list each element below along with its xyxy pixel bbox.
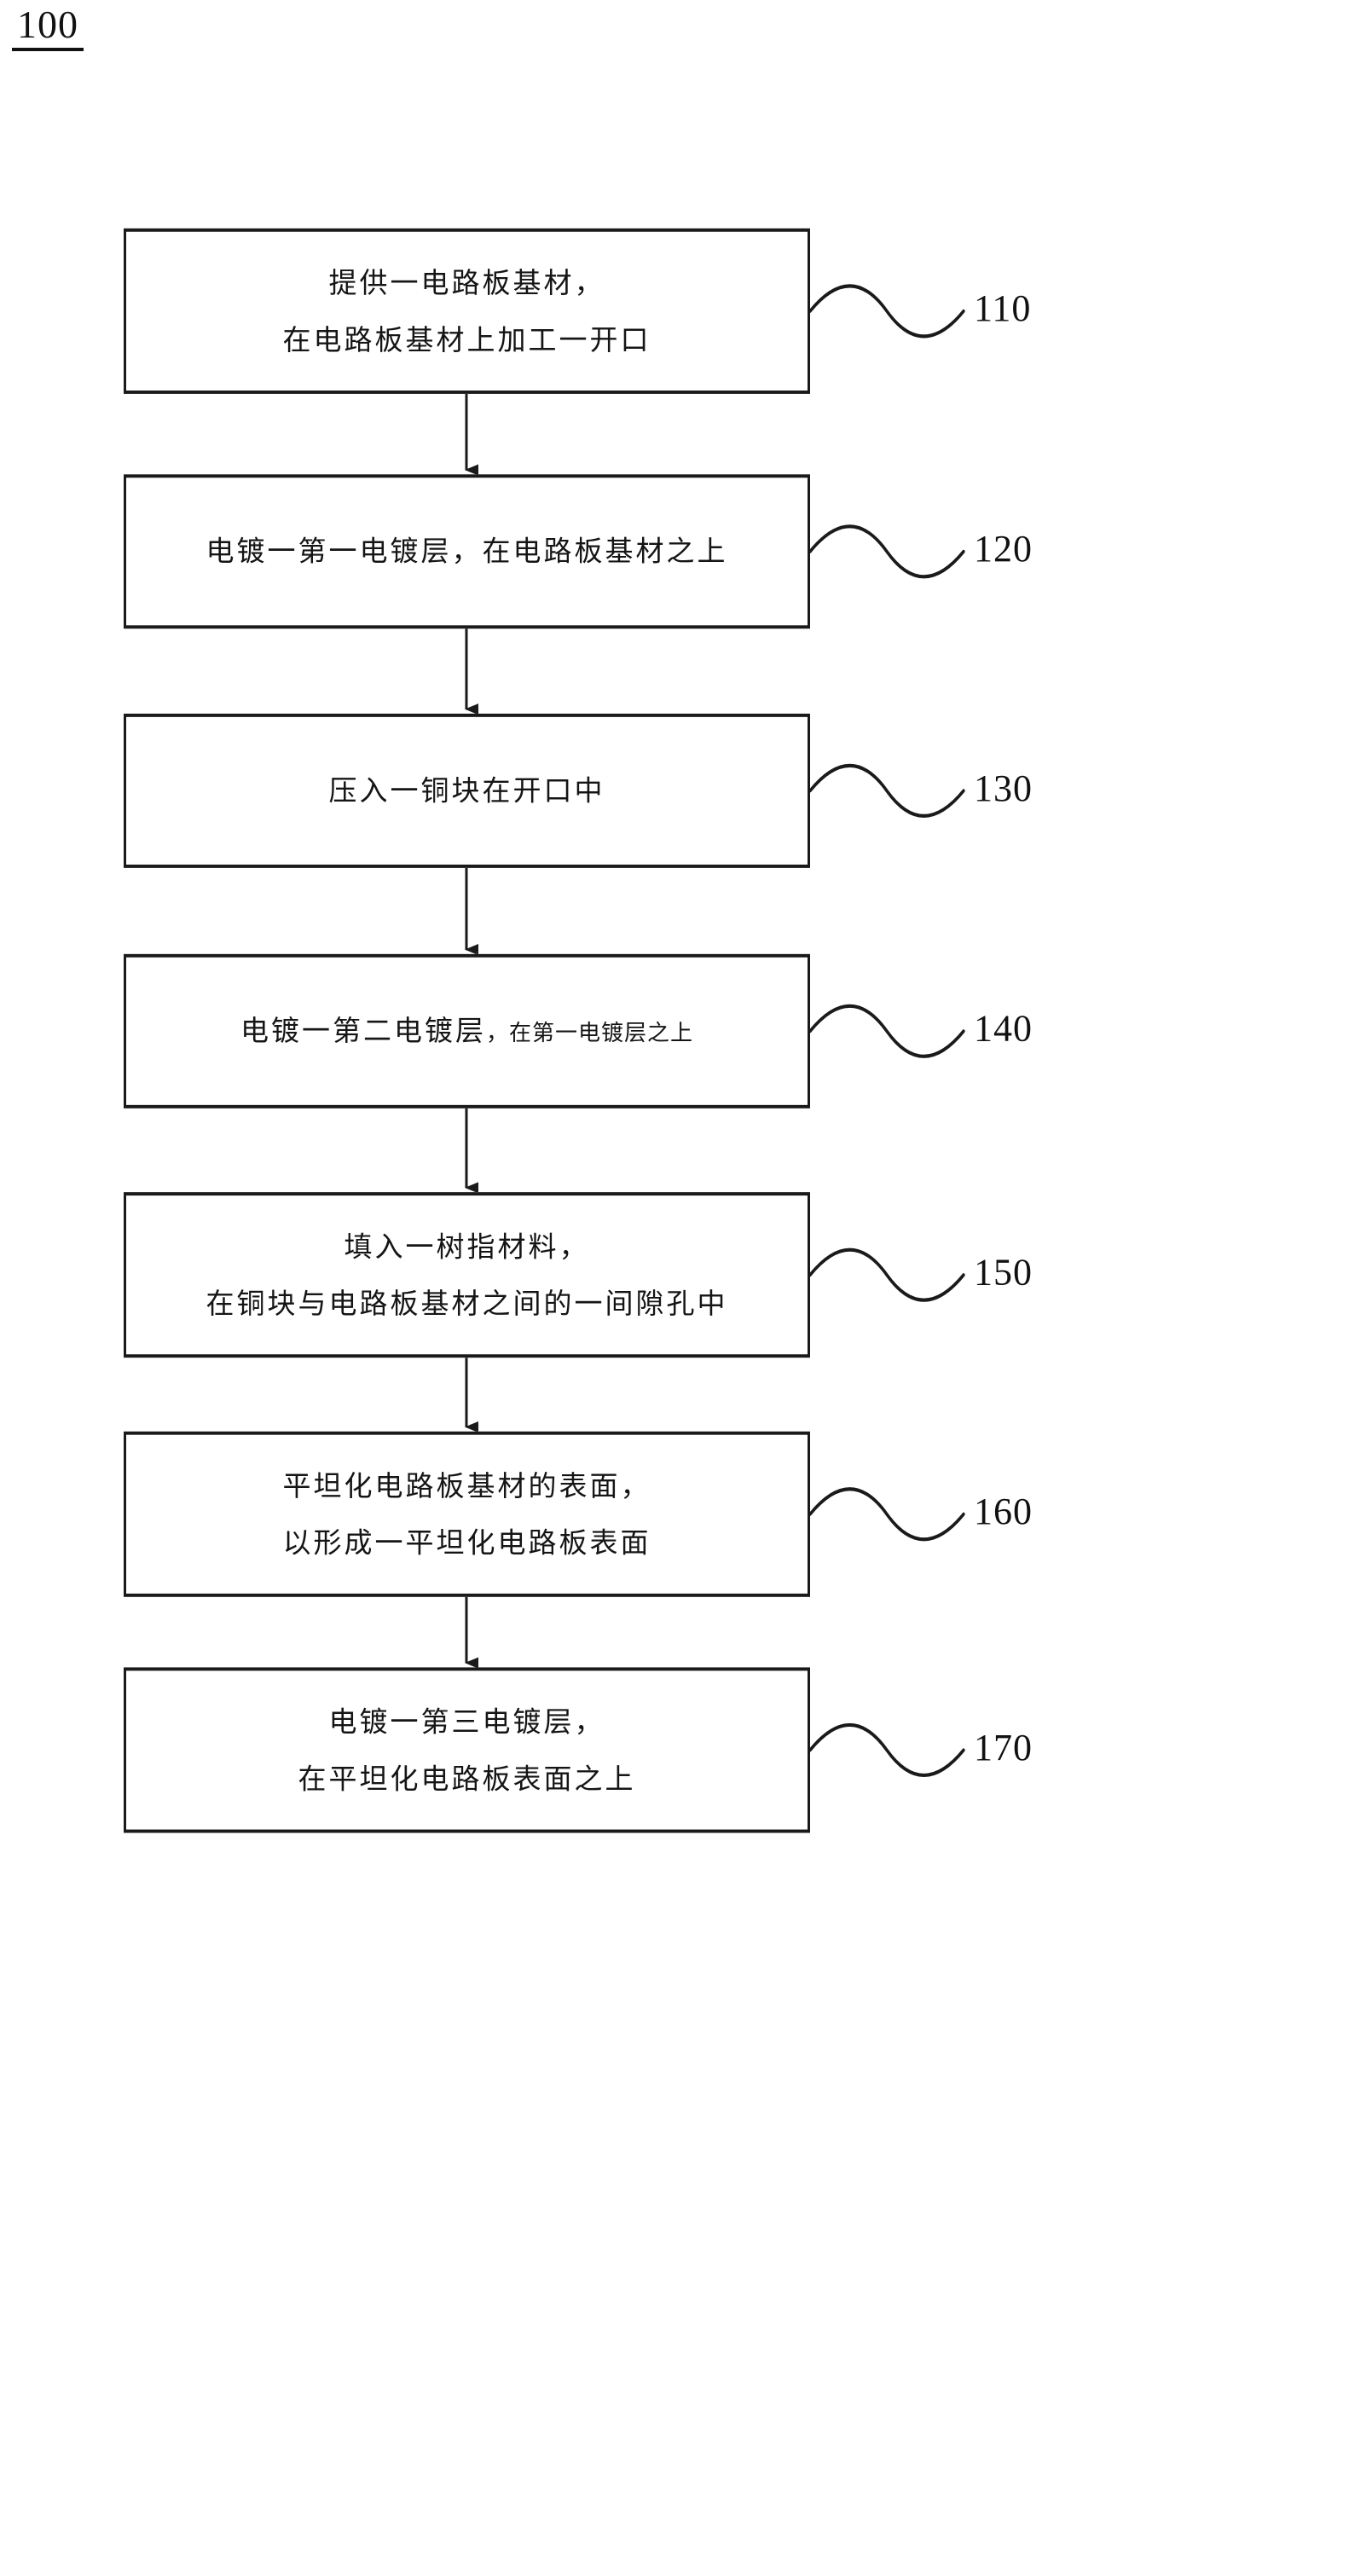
step-130-line-1: 压入一铜块在开口中 bbox=[328, 773, 605, 808]
step-110-line-2: 在电路板基材上加工一开口 bbox=[282, 322, 651, 356]
ref-label-150: 150 bbox=[974, 1251, 1033, 1294]
step-box-130[interactable]: 压入一铜块在开口中 bbox=[124, 713, 810, 868]
step-140-segment-secondary: ，在第一电镀层之上 bbox=[485, 1021, 693, 1047]
step-160-line-2: 以形成一平坦化电路板表面 bbox=[282, 1525, 651, 1560]
step-box-140[interactable]: 电镀一第二电镀层，在第一电镀层之上 bbox=[124, 953, 810, 1109]
ref-label-160: 160 bbox=[974, 1491, 1033, 1533]
leader-squiggle-160 bbox=[808, 1487, 965, 1542]
leader-squiggle-110 bbox=[808, 284, 965, 339]
step-160-line-1: 平坦化电路板基材的表面， bbox=[282, 1468, 651, 1502]
leader-squiggle-130 bbox=[808, 763, 965, 818]
ref-label-140: 140 bbox=[974, 1007, 1033, 1050]
ref-label-170: 170 bbox=[974, 1726, 1033, 1768]
leader-squiggle-140 bbox=[808, 1004, 965, 1058]
step-140-line-1: 电镀一第二电镀层，在第一电镀层之上 bbox=[240, 1010, 693, 1053]
ref-label-120: 120 bbox=[974, 528, 1033, 570]
step-box-160[interactable]: 平坦化电路板基材的表面， 以形成一平坦化电路板表面 bbox=[124, 1431, 810, 1597]
step-box-170[interactable]: 电镀一第三电镀层， 在平坦化电路板表面之上 bbox=[124, 1667, 810, 1833]
leader-squiggle-150 bbox=[808, 1247, 965, 1302]
ref-label-130: 130 bbox=[974, 767, 1033, 809]
step-170-line-2: 在平坦化电路板表面之上 bbox=[298, 1762, 636, 1796]
step-box-120[interactable]: 电镀一第一电镀层，在电路板基材之上 bbox=[124, 474, 810, 629]
flowchart-canvas: 提供一电路板基材， 在电路板基材上加工一开口 110 电镀一第一电镀层，在电路板… bbox=[0, 85, 1349, 2576]
step-box-110[interactable]: 提供一电路板基材， 在电路板基材上加工一开口 bbox=[124, 228, 810, 394]
leader-squiggle-170 bbox=[808, 1722, 965, 1778]
flow-connectors bbox=[465, 284, 965, 1778]
ref-label-110: 110 bbox=[974, 287, 1032, 330]
step-150-line-2: 在铜块与电路板基材之间的一间隙孔中 bbox=[206, 1287, 728, 1321]
step-150-line-1: 填入一树指材料， bbox=[344, 1230, 590, 1264]
step-170-line-1: 电镀一第三电镀层， bbox=[328, 1705, 605, 1739]
step-140-segment-primary: 电镀一第二电镀层 bbox=[240, 1014, 486, 1048]
leader-squiggle-120 bbox=[808, 524, 965, 579]
step-110-line-1: 提供一电路板基材， bbox=[328, 265, 605, 299]
step-box-150[interactable]: 填入一树指材料， 在铜块与电路板基材之间的一间隙孔中 bbox=[124, 1192, 810, 1358]
figure-number: 100 bbox=[12, 5, 84, 51]
step-120-line-1: 电镀一第一电镀层，在电路板基材之上 bbox=[206, 535, 728, 569]
